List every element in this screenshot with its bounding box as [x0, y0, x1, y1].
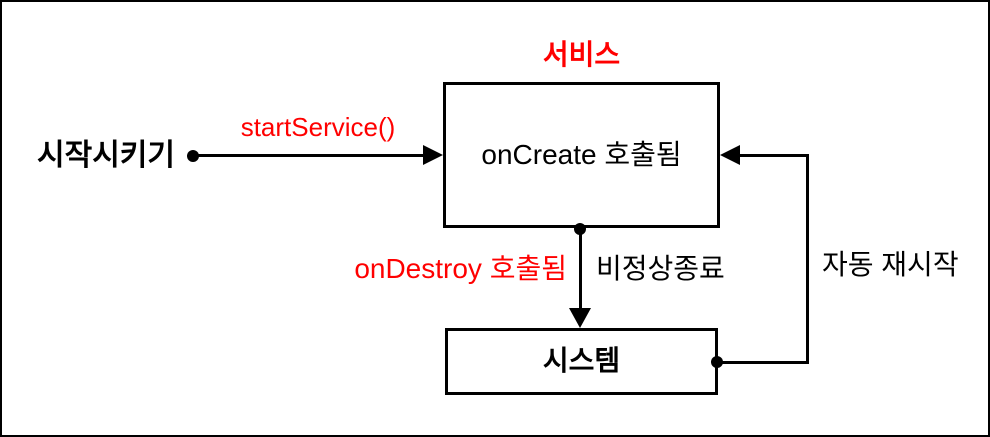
auto-restart-label: 자동 재시작	[822, 249, 959, 280]
abnormal-exit-arrow-line	[579, 228, 582, 310]
service-title: 서비스	[542, 39, 621, 70]
arrowhead-down-icon	[569, 308, 591, 328]
start-trigger-label: 시작시키기	[37, 139, 175, 172]
ondestroy-label: onDestroy 호출됨	[354, 253, 567, 284]
arrowhead-right-icon	[423, 145, 443, 165]
auto-restart-top-line	[740, 154, 809, 157]
abnormal-exit-label: 비정상종료	[596, 253, 725, 284]
auto-restart-vertical-line	[806, 154, 809, 364]
arrowhead-left-icon	[720, 145, 740, 165]
start-service-call-label: startService()	[240, 112, 396, 142]
service-box-label: onCreate 호출됨	[481, 138, 682, 170]
system-box: 시스템	[445, 328, 718, 395]
start-arrow-line	[193, 154, 425, 157]
auto-restart-bottom-line	[717, 361, 809, 364]
service-box: onCreate 호출됨	[443, 82, 720, 228]
system-box-label: 시스템	[542, 345, 621, 377]
